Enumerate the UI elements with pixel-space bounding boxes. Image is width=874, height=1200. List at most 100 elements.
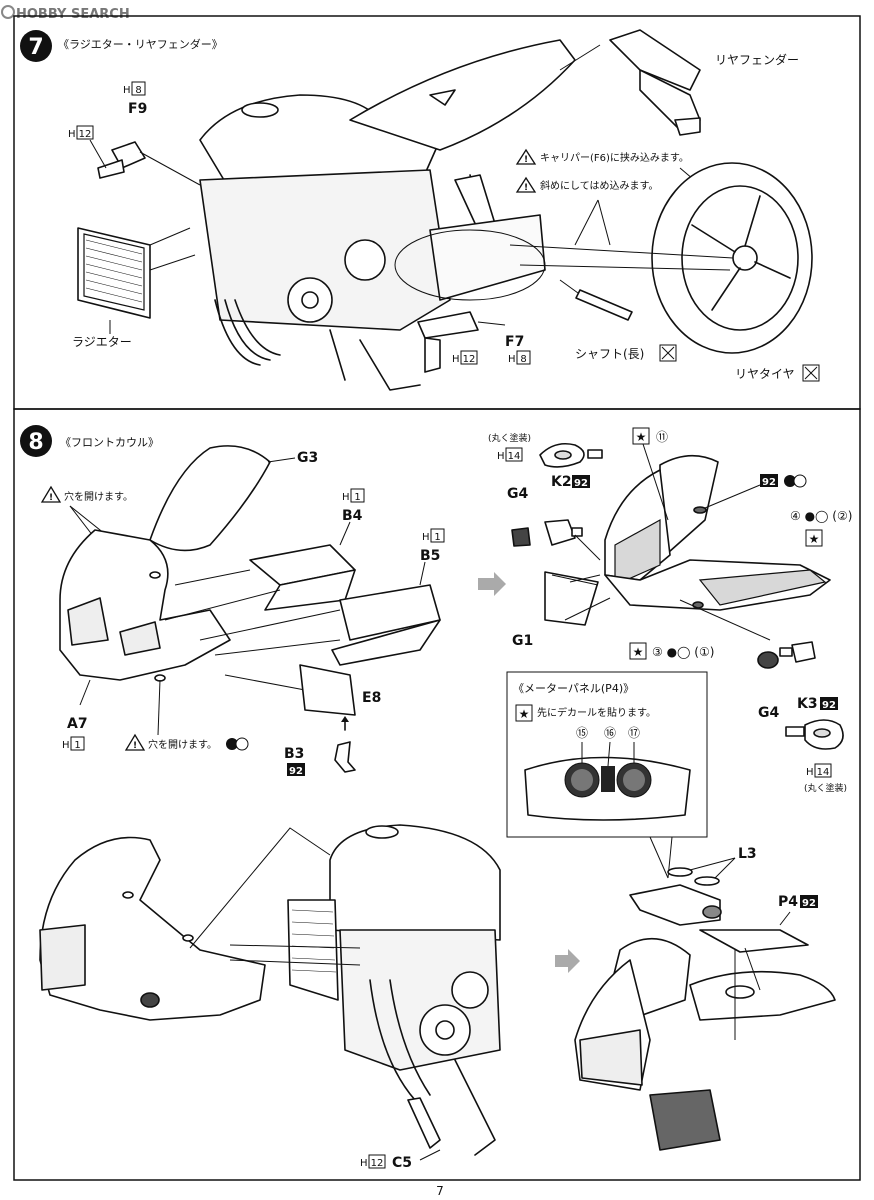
b3-part [334,741,356,773]
svg-text:12: 12 [371,1158,384,1169]
rear-fender-label: リヤフェンダー [715,52,799,67]
svg-text:★: ★ [809,532,820,546]
svg-text:キャリパー(F6)に挟み込みます。: キャリパー(F6)に挟み込みます。 [540,151,689,164]
assembly-guide-lines [164,569,341,691]
k3-label: K3 [797,696,818,712]
svg-text:穴を開けます。: 穴を開けます。 [64,490,133,503]
e8-part [299,664,356,731]
svg-text:!: ! [524,183,528,193]
svg-text:HOBBY SEARCH: HOBBY SEARCH [16,7,130,22]
f9-part [89,139,201,186]
svg-text:92: 92 [822,700,836,711]
svg-text:12: 12 [79,129,92,140]
decal-17-label: ⑰ [628,726,640,740]
shaft-part [559,279,633,321]
svg-text:1: 1 [434,532,440,543]
k3-color-code: 92 [820,697,838,711]
decal-3-1-label: ③ ●◯ (①) [652,645,714,659]
decal-star-icon: ★ [805,529,823,547]
paint-round-note-2: (丸く塗装) [804,782,847,794]
k2-color-code: 92 [572,475,590,489]
svg-text:!: ! [524,155,528,165]
shaft-label: シャフト(長) [575,347,644,361]
rear-tire-label: リヤタイヤ [735,367,795,381]
svg-text:H: H [62,740,70,751]
b5-part [331,561,441,666]
k2-h-label: H 14 [497,447,523,462]
k2-label: K2 [551,474,572,490]
svg-text:1: 1 [354,492,360,503]
decal-star-icon: ★ [515,704,533,722]
no-paint-icon [802,364,820,382]
svg-text:14: 14 [508,451,521,462]
no-paint-icon [659,344,677,362]
svg-text:H: H [360,1158,368,1169]
svg-text:!: ! [49,493,53,503]
caution-note-diagonal: ! 斜めにしてはめ込みます。 [515,176,659,193]
next-step-arrow-icon [478,572,506,596]
svg-text:92: 92 [289,766,303,777]
svg-text:H: H [497,451,505,462]
bottom-left-cowl-assembly [39,836,266,1021]
meter-panel-note: 先にデカールを貼ります。 [537,706,656,719]
svg-text:92: 92 [762,477,776,488]
paint-round-note-1: (丸く塗装) [488,432,531,444]
svg-text:92: 92 [802,898,816,909]
svg-text:14: 14 [817,767,830,778]
l3-label: L3 [738,846,757,862]
g3-windscreen-part [149,445,296,552]
svg-text:★: ★ [633,645,644,659]
svg-text:★: ★ [519,707,530,721]
decal-15-label: ⑮ [576,726,588,740]
f7-label: F7 [505,334,524,350]
b4-h-label: H 1 [342,488,365,503]
step8-badge: 8 [20,425,52,457]
assembly-guide-lines [189,827,361,966]
svg-text:1: 1 [74,740,80,751]
rear-fender-part [559,29,701,136]
meter-housing-part [629,884,722,926]
c5-h-label: H 12 [360,1154,386,1169]
c5-label: C5 [392,1155,412,1171]
decal-star-icon: ★ [632,427,650,445]
caution-drill-note-2: ! 穴を開けます。 [124,733,249,751]
meter-cluster [524,741,691,821]
motorcycle-body [199,39,576,391]
decal-star-icon: ★ [629,642,647,660]
g1-label: G1 [512,633,533,649]
e8-label: E8 [362,690,381,706]
step7-title: 《ラジエター・リヤフェンダー》 [58,37,223,51]
g3-label: G3 [297,450,318,466]
g4-bottom-part [757,651,779,669]
k3-lens-part [785,719,844,750]
f7-h1-label: H 12 [452,350,478,365]
p4-color-code: 92 [800,895,818,909]
f7-part [417,311,506,373]
step8-panel [13,408,861,1181]
svg-text:★: ★ [636,430,647,444]
g4-top-label: G4 [507,486,528,502]
g4-top-part [511,527,531,547]
color-code-92: 92 [760,474,807,488]
g4-bottom-label: G4 [758,705,779,721]
svg-text:H: H [422,532,430,543]
p4-label: P4 [778,894,798,910]
k2-body-part [544,519,583,546]
page-number: 7 [436,1184,444,1198]
radiator-label: ラジエター [72,335,132,349]
f7-h2-label: H 8 [508,350,531,365]
svg-text:H: H [123,85,131,96]
a7-label: A7 [67,716,88,732]
k3-body-part [779,641,816,663]
watermark: HOBBY SEARCH [1,5,130,22]
svg-text:7: 7 [28,35,43,60]
b5-h-label: H 1 [422,528,445,543]
a7-h-label: H 1 [62,736,85,751]
svg-text:H: H [342,492,350,503]
step7-badge: 7 [20,30,52,62]
decal-11-label: ⑪ [656,430,668,444]
next-step-arrow-icon [555,949,580,973]
b5-label: B5 [420,548,440,564]
svg-text:穴を開けます。: 穴を開けます。 [148,738,217,751]
